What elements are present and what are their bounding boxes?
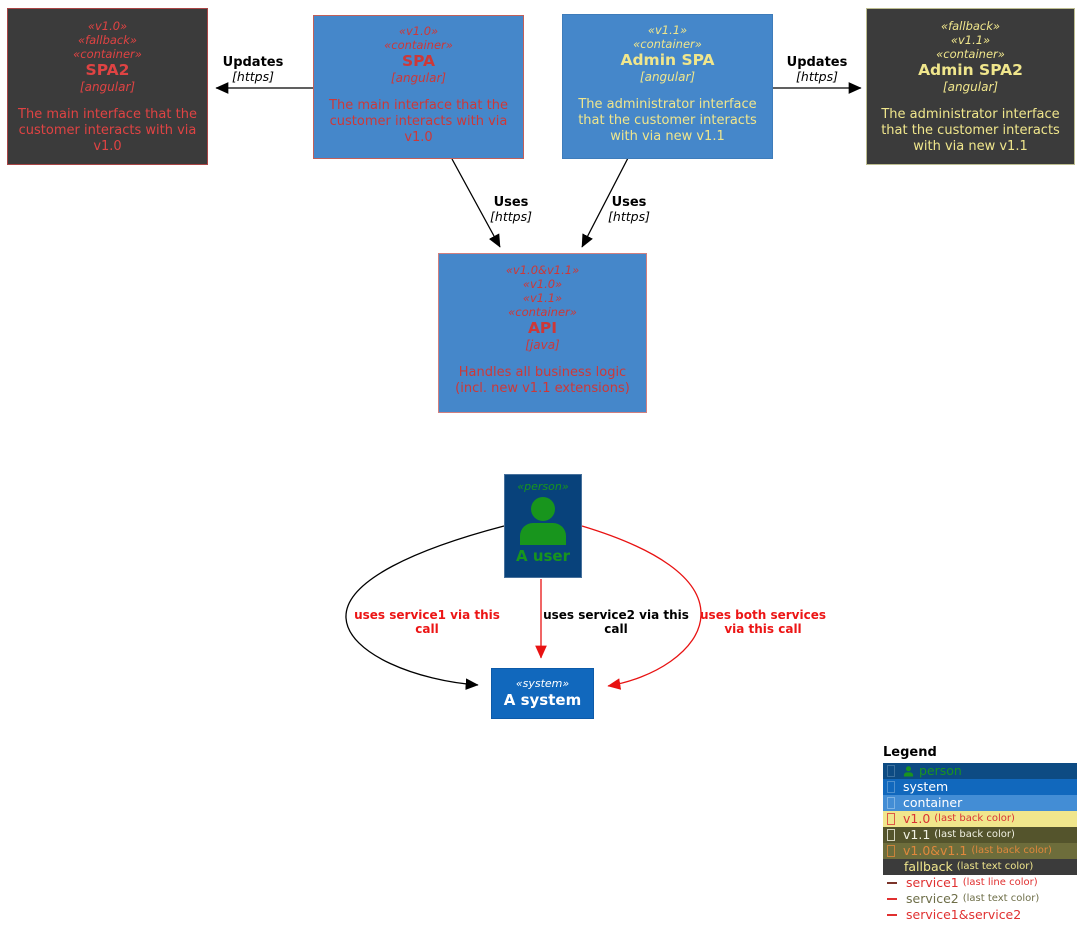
legend-label: service2 <box>906 891 959 906</box>
edge-label-updates-left: Updates [https] <box>223 55 284 84</box>
node-a-system: «system» A system <box>491 668 594 719</box>
edge-user-both-services-to-system <box>581 525 702 690</box>
edge-technology: [https] <box>232 69 274 84</box>
stereotype: «container» <box>508 305 577 319</box>
element-glyph-icon <box>887 845 895 857</box>
node-description: Handles all business logic (incl. new v1… <box>455 365 630 396</box>
line-sample-icon <box>887 914 897 916</box>
edge-label-uses-left: Uses [https] <box>490 195 532 224</box>
legend-row-person: person <box>883 763 1077 779</box>
node-name: Admin SPA2 <box>918 61 1023 79</box>
person-icon <box>903 765 914 777</box>
legend-suffix: (last back color) <box>934 813 1015 824</box>
node-technology: [angular] <box>942 80 999 94</box>
node-name: A user <box>515 547 570 565</box>
node-admin-spa2: «fallback» «v1.1» «container» Admin SPA2… <box>866 8 1075 165</box>
legend-row-service1-and-service2: service1&service2 <box>883 907 1077 923</box>
legend-suffix: (last back color) <box>934 829 1015 840</box>
edge-label-updates-right: Updates [https] <box>787 55 848 84</box>
stereotype: «v1.0» <box>87 19 128 33</box>
stereotype: «container» <box>936 47 1005 61</box>
node-admin-spa: «v1.1» «container» Admin SPA [angular] T… <box>562 14 773 159</box>
stereotype: «fallback» <box>77 33 137 47</box>
legend-label: v1.0 <box>903 811 931 826</box>
edge-label: Uses <box>493 195 529 210</box>
legend-suffix: (last text color) <box>962 893 1040 904</box>
person-icon <box>520 497 566 545</box>
edge-label-uses-right: Uses [https] <box>608 195 650 224</box>
element-glyph-icon <box>887 781 895 793</box>
node-description: The administrator interface that the cus… <box>881 107 1060 154</box>
legend-title: Legend <box>883 745 937 760</box>
edge-technology: [https] <box>608 209 650 224</box>
element-glyph-icon <box>887 829 895 841</box>
line-sample-icon <box>887 882 897 884</box>
edge-label-uses-service1: uses service1 via this call <box>354 608 500 636</box>
legend-label: fallback <box>904 859 953 874</box>
stereotype: «v1.0» <box>398 24 439 38</box>
node-description: The administrator interface that the cus… <box>578 97 757 144</box>
node-name: SPA2 <box>85 61 130 79</box>
stereotype: «container» <box>633 37 702 51</box>
node-api: «v1.0&v1.1» «v1.0» «v1.1» «container» AP… <box>438 253 647 413</box>
edge-technology: [https] <box>490 209 532 224</box>
edge-label: Updates <box>222 55 284 70</box>
stereotype: «v1.1» <box>950 33 991 47</box>
node-name: A system <box>503 691 582 709</box>
node-spa: «v1.0» «container» SPA [angular] The mai… <box>313 15 524 159</box>
node-description: The main interface that the customer int… <box>329 98 508 145</box>
node-technology: [java] <box>525 338 560 352</box>
node-spa2: «v1.0» «fallback» «container» SPA2 [angu… <box>7 8 208 165</box>
edge-user-service1-to-system <box>345 525 505 691</box>
legend-label: person <box>919 763 962 778</box>
node-name: Admin SPA <box>620 51 715 69</box>
edge-label: Updates <box>786 55 848 70</box>
stereotype: «v1.0» <box>522 277 563 291</box>
element-glyph-icon <box>887 813 895 825</box>
legend-label: container <box>903 795 963 810</box>
stereotype: «container» <box>384 38 453 52</box>
legend-label: system <box>903 779 949 794</box>
legend-row-system: system <box>883 779 1077 795</box>
edge-uses-spa-to-api <box>451 158 501 248</box>
legend-row-fallback: fallback (last text color) <box>883 859 1077 875</box>
line-sample-icon <box>887 898 897 900</box>
edge-label-uses-service2: uses service2 via this call <box>543 608 689 636</box>
legend-suffix: (last text color) <box>956 861 1034 872</box>
legend-label: v1.1 <box>903 827 931 842</box>
legend-row-container: container <box>883 795 1077 811</box>
node-technology: [angular] <box>79 80 136 94</box>
stereotype: «container» <box>73 47 142 61</box>
edge-uses-adminspa-to-api <box>581 157 629 248</box>
legend-suffix: (last line color) <box>962 877 1038 888</box>
legend-suffix: (last back color) <box>971 845 1052 856</box>
edge-label-uses-both-services: uses both services via this call <box>700 608 826 636</box>
edge-label: Uses <box>611 195 647 210</box>
legend-row-v1.0: v1.0 (last back color) <box>883 811 1077 827</box>
node-description: The main interface that the customer int… <box>18 107 197 154</box>
node-technology: [angular] <box>639 70 696 84</box>
legend: Legend person system container v1.0 (las… <box>883 745 1083 923</box>
edge-technology: [https] <box>796 69 838 84</box>
legend-label: v1.0&v1.1 <box>903 843 968 858</box>
stereotype: «v1.1» <box>522 291 563 305</box>
node-a-user: «person» A user <box>504 474 582 578</box>
legend-row-service1: service1 (last line color) <box>883 875 1077 891</box>
node-name: SPA <box>401 52 436 70</box>
legend-row-v1.0-and-v1.1: v1.0&v1.1 (last back color) <box>883 843 1077 859</box>
node-name: API <box>527 319 558 337</box>
legend-label: service1 <box>906 875 959 890</box>
stereotype: «person» <box>517 480 569 493</box>
legend-row-v1.1: v1.1 (last back color) <box>883 827 1077 843</box>
element-glyph-icon <box>887 765 895 777</box>
stereotype: «v1.1» <box>647 23 688 37</box>
legend-label: service1&service2 <box>906 907 1022 922</box>
element-glyph-icon <box>887 797 895 809</box>
stereotype: «v1.0&v1.1» <box>505 263 580 277</box>
legend-row-service2: service2 (last text color) <box>883 891 1077 907</box>
stereotype: «system» <box>515 677 570 690</box>
stereotype: «fallback» <box>940 19 1000 33</box>
node-technology: [angular] <box>390 71 447 85</box>
